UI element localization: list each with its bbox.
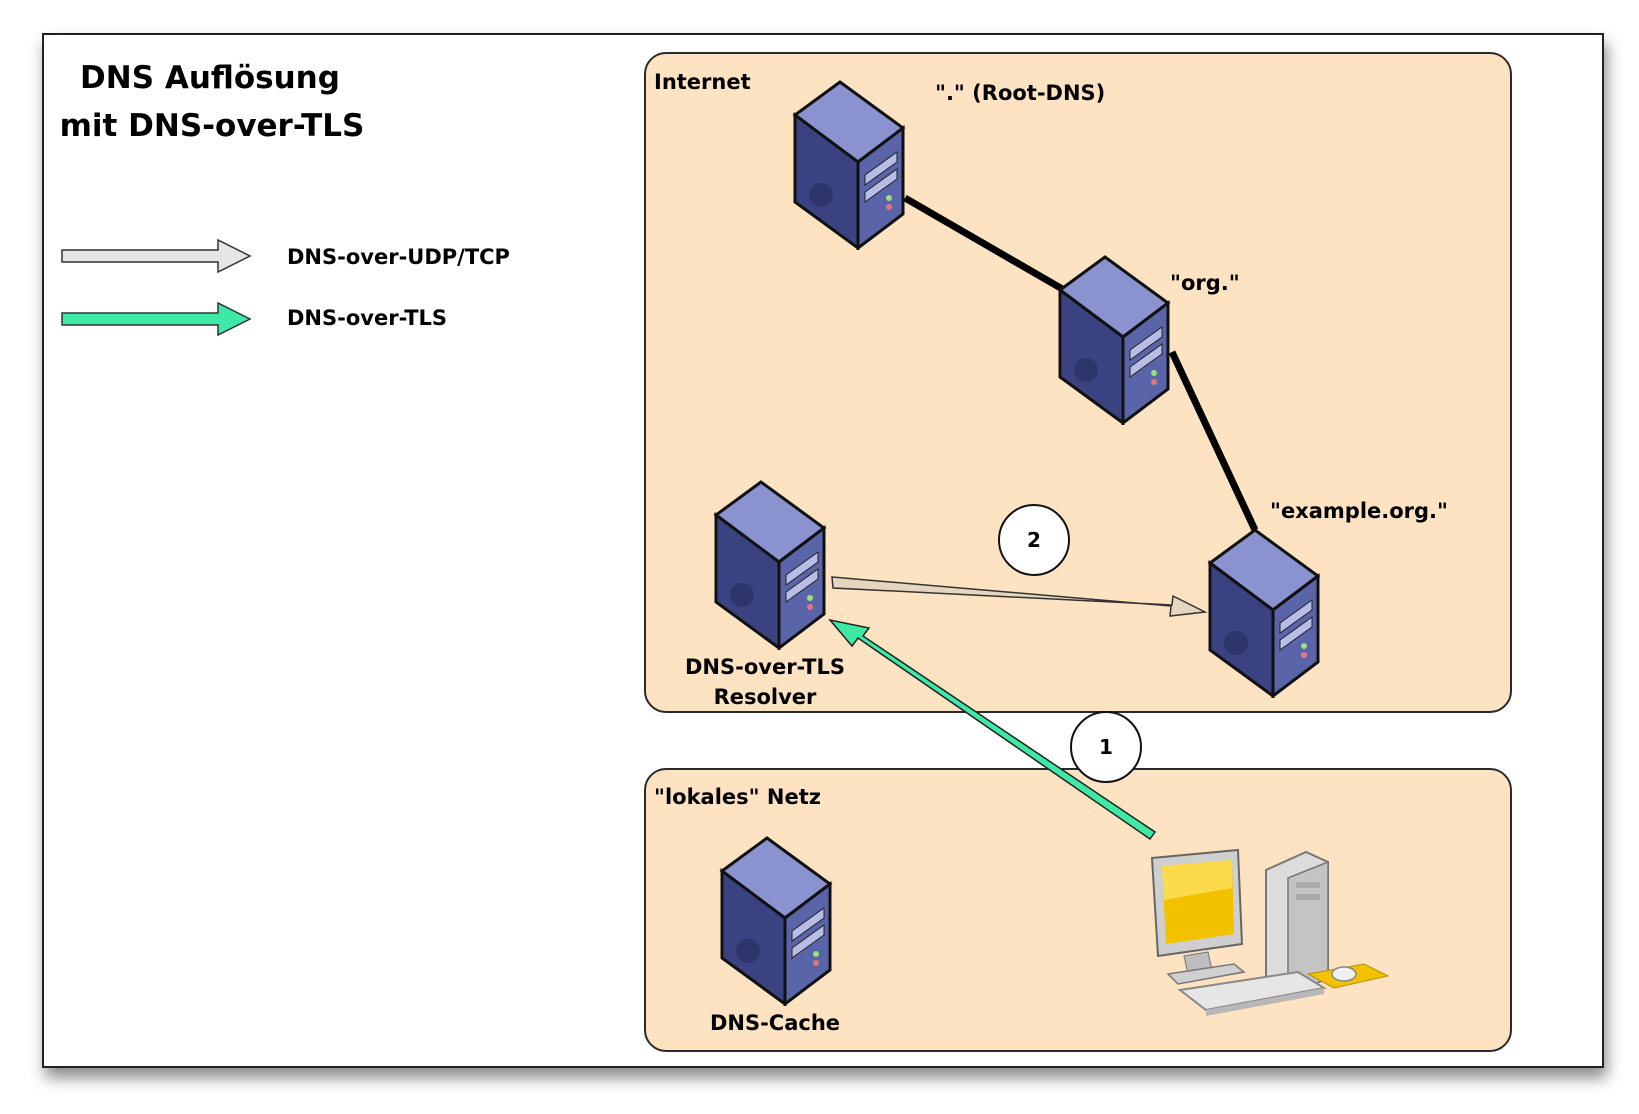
dns-cache-label: DNS-Cache	[709, 1011, 841, 1035]
desktop-computer-icon	[1150, 848, 1390, 1016]
org-to-example-link	[1168, 350, 1259, 532]
resolver-label-line2: Resolver	[713, 685, 817, 709]
legend-tls-arrow	[61, 301, 252, 337]
internet-zone-label: Internet	[654, 70, 751, 94]
diagram-title: DNS Auflösung	[80, 60, 340, 96]
diagram-subtitle: mit DNS-over-TLS	[59, 108, 365, 144]
resolver-server-icon	[713, 480, 827, 650]
legend-udp-tcp-label: DNS-over-UDP/TCP	[287, 245, 510, 269]
root-dns-server-icon	[792, 80, 906, 250]
step-2-marker: 2	[998, 504, 1070, 576]
udp-query-arrow	[831, 576, 1208, 617]
local-network-zone-label: "lokales" Netz	[654, 785, 821, 809]
example-org-label: "example.org."	[1270, 499, 1448, 523]
legend-udp-arrow	[61, 238, 252, 274]
org-server-icon	[1057, 255, 1171, 425]
root-dns-label: "." (Root-DNS)	[935, 81, 1106, 105]
resolver-label-line1: DNS-over-TLS	[684, 655, 846, 679]
legend-tls-label: DNS-over-TLS	[287, 306, 448, 330]
dns-cache-server-icon	[719, 836, 833, 1006]
example-org-server-icon	[1207, 528, 1321, 698]
root-to-org-link	[903, 194, 1092, 309]
step-1-marker: 1	[1070, 711, 1142, 783]
tls-query-arrow	[828, 618, 1157, 841]
org-label: "org."	[1170, 271, 1240, 295]
